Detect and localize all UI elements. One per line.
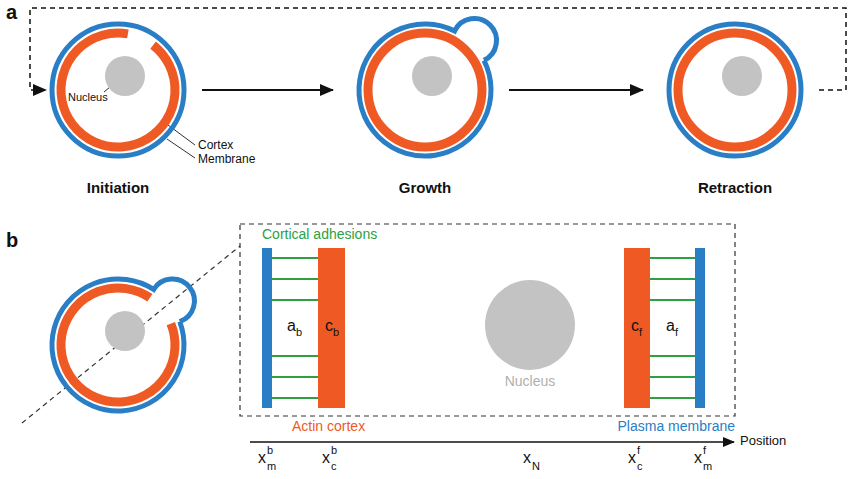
subscript: b bbox=[333, 326, 339, 338]
symbol: x bbox=[694, 449, 702, 466]
symbol: x bbox=[258, 449, 266, 466]
label-holder: x bbox=[523, 450, 531, 466]
cut-line bbox=[22, 246, 240, 423]
stage-arrow bbox=[509, 89, 643, 91]
label-holder: c bbox=[325, 318, 333, 334]
part-label: Nucleus bbox=[505, 373, 556, 389]
part-label: Plasma membrane bbox=[618, 418, 736, 434]
subscript: N bbox=[532, 460, 540, 472]
label-holder: Position bbox=[740, 434, 786, 447]
label-holder: Actin cortex bbox=[292, 419, 365, 433]
superscript: b bbox=[267, 444, 273, 456]
label-holder: f bbox=[675, 327, 678, 338]
cell-node: Retraction bbox=[665, 20, 805, 198]
symbol: a bbox=[287, 317, 296, 334]
label-holder: Nucleus bbox=[68, 92, 108, 103]
nucleus bbox=[485, 280, 575, 370]
part-label: Cortex bbox=[198, 138, 233, 152]
membrane bbox=[52, 279, 194, 411]
stage-label: Initiation bbox=[87, 179, 150, 196]
label-holder: a bbox=[287, 318, 296, 334]
nucleus bbox=[105, 56, 145, 96]
nucleus-shape bbox=[485, 280, 575, 370]
label-holder: c bbox=[331, 461, 337, 472]
label-holder: a bbox=[6, 2, 17, 22]
cortex bbox=[678, 33, 792, 147]
part-label: Nucleus bbox=[68, 91, 108, 103]
membrane bbox=[52, 24, 184, 156]
label-holder: c bbox=[631, 318, 639, 334]
symbol: x bbox=[322, 449, 330, 466]
label-holder: f bbox=[703, 445, 706, 456]
label-holder: b bbox=[6, 230, 18, 250]
label-holder: m bbox=[703, 461, 712, 472]
cell-shape bbox=[665, 20, 805, 160]
label-holder: c bbox=[637, 461, 643, 472]
label-holder: b bbox=[333, 327, 339, 338]
label-holder: N bbox=[532, 461, 540, 472]
label-holder: a bbox=[666, 318, 675, 334]
subscript: m bbox=[703, 460, 712, 472]
nucleus bbox=[412, 56, 452, 96]
part-label: Membrane bbox=[198, 152, 255, 166]
cell-node: Initiation bbox=[48, 20, 188, 198]
label-holder: f bbox=[637, 445, 640, 456]
label-holder: f bbox=[639, 327, 642, 338]
membrane bbox=[669, 24, 801, 156]
stage-label: Retraction bbox=[698, 179, 772, 196]
cell-node: Growth bbox=[355, 20, 495, 198]
label-holder: m bbox=[267, 461, 276, 472]
axis-label: Position bbox=[740, 433, 786, 448]
nucleus bbox=[105, 311, 145, 351]
symbol: a bbox=[666, 317, 675, 334]
leader-line bbox=[167, 139, 195, 158]
panel-letter: a bbox=[6, 1, 17, 23]
part-label: Actin cortex bbox=[292, 418, 365, 434]
label-holder: Plasma membrane bbox=[618, 419, 736, 433]
subscript: f bbox=[639, 326, 642, 338]
subscript: c bbox=[331, 460, 337, 472]
label-holder: x bbox=[258, 450, 266, 466]
cell-shape bbox=[355, 20, 495, 160]
cortex bbox=[368, 33, 482, 147]
nucleus-node: Nucleus bbox=[485, 280, 575, 390]
panel-letter: b bbox=[6, 229, 18, 251]
label-holder: b bbox=[267, 445, 273, 456]
label-holder: b bbox=[296, 327, 302, 338]
subscript: m bbox=[267, 460, 276, 472]
label-holder: x bbox=[322, 450, 330, 466]
label-holder: x bbox=[628, 450, 636, 466]
membrane bbox=[359, 19, 496, 156]
cortex-bar bbox=[624, 248, 650, 408]
symbol: x bbox=[628, 449, 636, 466]
symbol: x bbox=[523, 449, 531, 466]
zoom-box bbox=[240, 224, 735, 416]
label-holder: b bbox=[331, 445, 337, 456]
cortex bbox=[61, 33, 175, 147]
cell-drawing bbox=[52, 279, 194, 411]
label-holder: Membrane bbox=[198, 153, 255, 165]
cortex-bar bbox=[318, 248, 345, 408]
superscript: f bbox=[703, 444, 706, 456]
nucleus bbox=[722, 56, 762, 96]
label-holder: x bbox=[694, 450, 702, 466]
symbol: c bbox=[631, 317, 639, 334]
position-axis bbox=[250, 441, 734, 442]
superscript: f bbox=[637, 444, 640, 456]
label-holder: Cortex bbox=[198, 139, 233, 151]
part-label: Cortical adhesions bbox=[262, 226, 377, 242]
subscript: f bbox=[675, 326, 678, 338]
stage-arrow bbox=[202, 89, 333, 91]
membrane-bar bbox=[262, 248, 272, 408]
membrane-bar bbox=[695, 248, 705, 408]
label-holder: Cortical adhesions bbox=[262, 227, 377, 241]
symbol: c bbox=[325, 317, 333, 334]
subscript: c bbox=[637, 460, 643, 472]
superscript: b bbox=[331, 444, 337, 456]
cell-shape bbox=[48, 20, 188, 160]
subscript: b bbox=[296, 326, 302, 338]
cortex bbox=[61, 288, 175, 402]
stage-label: Growth bbox=[399, 179, 452, 196]
